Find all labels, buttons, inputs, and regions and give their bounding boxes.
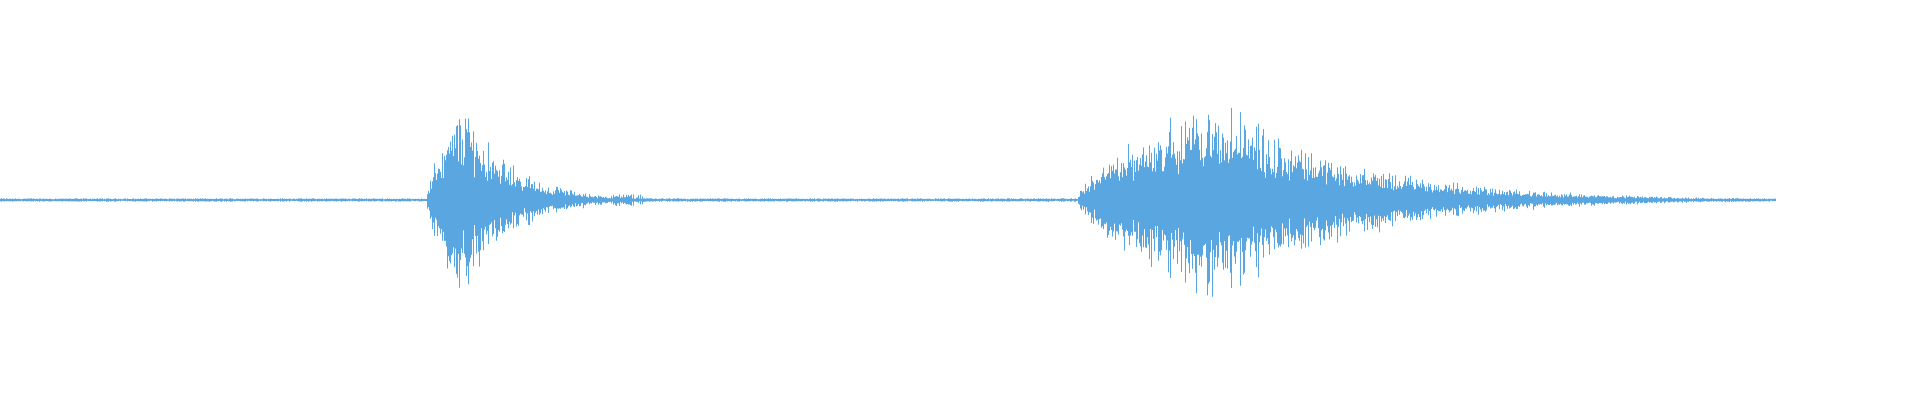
waveform-bars	[0, 107, 1776, 297]
